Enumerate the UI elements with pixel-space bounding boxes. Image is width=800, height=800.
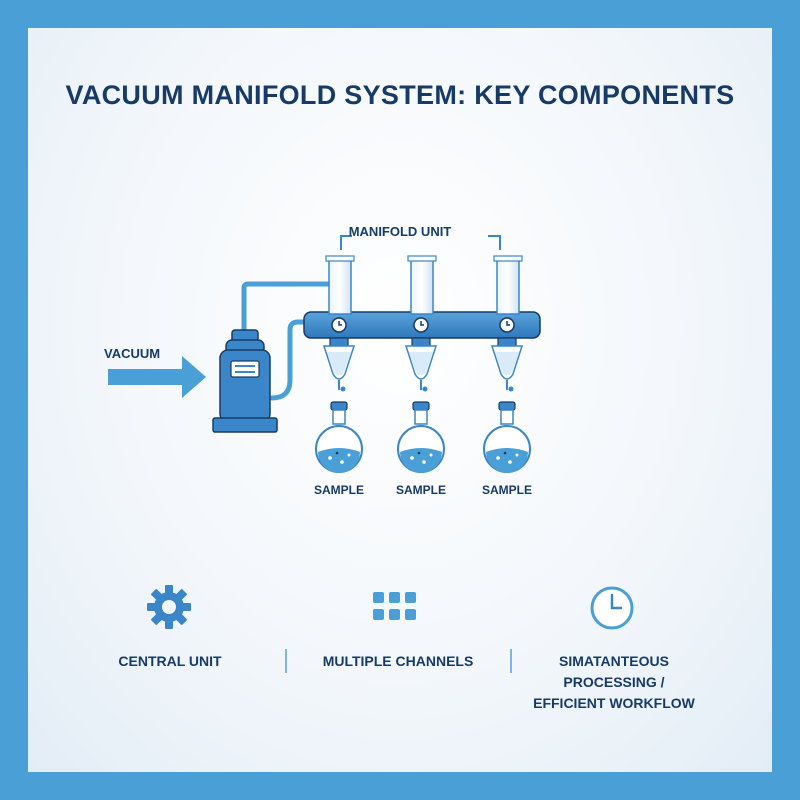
sample-label: SAMPLE (313, 483, 364, 497)
feature-efficient-workflow: SIMATANTEOUS PROCESSING / EFFICIENT WORK… (524, 651, 704, 714)
divider (510, 649, 512, 673)
channel-3 (490, 255, 524, 392)
page-title: VACUUM MANIFOLD SYSTEM: KEY COMPONENTS (65, 80, 735, 110)
feature-line: SIMATANTEOUS (559, 653, 669, 669)
channel-2 (404, 255, 438, 392)
feature-central-unit: CENTRAL UNIT (118, 653, 222, 669)
feature-multiple-channels: MULTIPLE CHANNELS (322, 653, 474, 669)
vacuum-hose (241, 281, 333, 401)
feature-line: EFFICIENT WORKFLOW (533, 695, 695, 711)
flask-icon (397, 401, 445, 473)
channel-1 (322, 255, 356, 392)
manifold-unit-label: MANIFOLD UNIT (348, 224, 452, 239)
vacuum-pump (212, 329, 278, 433)
flask-icon (483, 401, 531, 473)
divider (285, 649, 287, 673)
gear-icon (147, 585, 191, 629)
sample-label: SAMPLE (395, 483, 446, 497)
grid-icon (373, 592, 416, 620)
sample-label: SAMPLE (481, 483, 532, 497)
vacuum-label: VACUUM (104, 346, 161, 361)
vacuum-arrow (108, 356, 206, 398)
diagram-panel (28, 28, 772, 772)
feature-line: PROCESSING / (563, 674, 665, 690)
flask-icon (315, 401, 363, 473)
clock-icon (590, 586, 634, 630)
manifold-bracket (340, 235, 501, 250)
